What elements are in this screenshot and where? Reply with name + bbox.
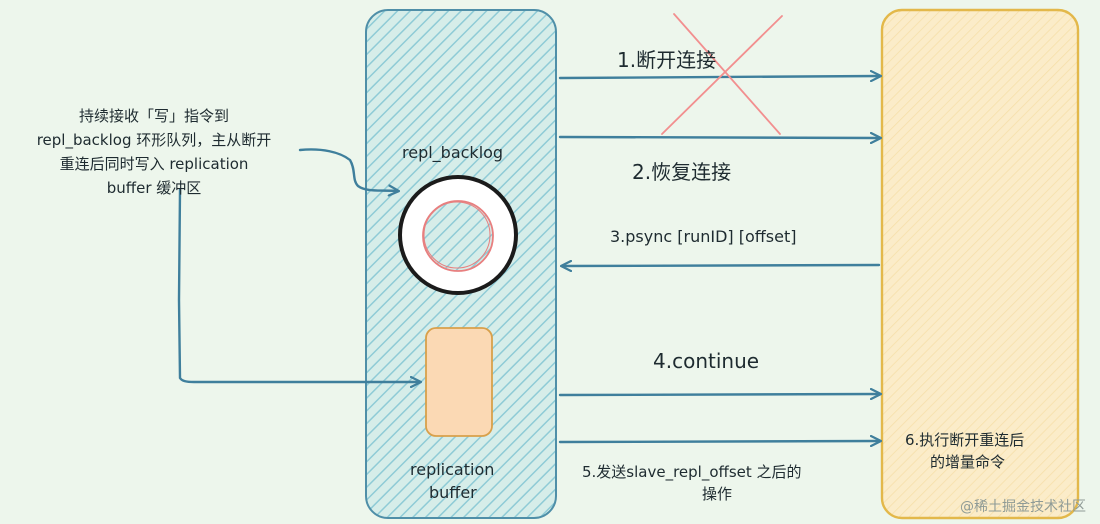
arrow-2-reconnect	[558, 137, 880, 138]
note-to-backlog-arrow	[298, 148, 398, 191]
step-5-label-line1: 5.发送slave_repl_offset 之后的	[582, 463, 802, 481]
repl-backlog-ring-inner	[422, 200, 494, 272]
note-line-1: 持续接收「写」指令到	[78, 107, 229, 125]
watermark-text: @稀土掘金技术社区	[960, 499, 1086, 515]
note-line-3: 重连后同时写入 replication	[59, 155, 249, 173]
step-4-label: 4.continue	[653, 349, 760, 373]
disconnect-cross-icon	[661, 13, 783, 135]
arrow-4-continue	[558, 394, 880, 395]
replication-buffer-block	[425, 327, 493, 437]
slave-label-line2: 的增量命令	[930, 453, 1006, 471]
replication-note: 持续接收「写」指令到 repl_backlog 环形队列，主从断开 重连后同时写…	[6, 104, 302, 200]
note-to-buffer-arrow	[177, 188, 420, 382]
replication-buffer-label-line2: buffer	[429, 483, 477, 502]
step-1-label: 1.断开连接	[617, 48, 717, 72]
note-line-4: buffer 缓冲区	[106, 179, 202, 197]
slave-node	[880, 8, 1080, 520]
repl-backlog-label: repl_backlog	[402, 143, 504, 162]
note-line-2: repl_backlog 环形队列，主从断开	[36, 131, 272, 149]
step-3-label: 3.psync [runID] [offset]	[610, 227, 797, 246]
step-2-label: 2.恢复连接	[632, 160, 732, 184]
repl-backlog-ring-inner-sketch	[423, 201, 491, 269]
replication-buffer-label-line1: replication	[410, 460, 495, 479]
arrow-5-send-offset	[558, 441, 880, 442]
arrow-3-psync	[562, 265, 881, 266]
step-5-label-line2: 操作	[702, 485, 733, 503]
slave-label-line1: 6.执行断开重连后	[905, 431, 1025, 449]
